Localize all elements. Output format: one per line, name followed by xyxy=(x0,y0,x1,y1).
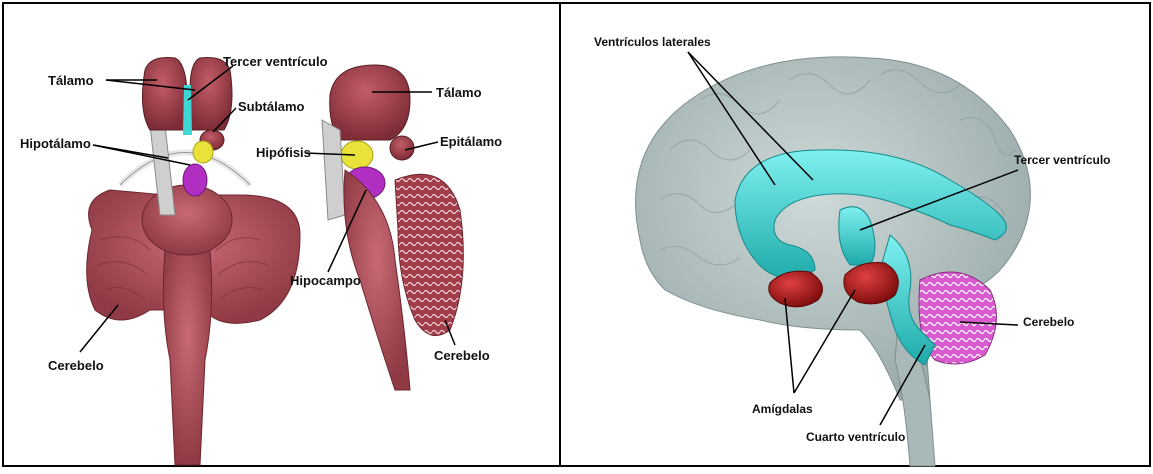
label-hipofisis: Hipófisis xyxy=(256,145,311,160)
label-epitalamo: Epitálamo xyxy=(440,134,502,149)
label-tercer-ventriculo-right: Tercer ventrículo xyxy=(1014,153,1110,167)
label-cerebelo-side: Cerebelo xyxy=(434,348,490,363)
label-hipocampo: Hipocampo xyxy=(290,273,361,288)
label-subtalamo: Subtálamo xyxy=(238,99,305,114)
label-amigdalas: Amígdalas xyxy=(752,402,813,416)
label-talamo-side: Tálamo xyxy=(436,85,482,100)
label-ventriculos-laterales: Ventrículos laterales xyxy=(594,35,711,49)
label-hipotalamo: Hipotálamo xyxy=(20,136,91,151)
label-cerebelo-front: Cerebelo xyxy=(48,358,104,373)
label-talamo-front: Tálamo xyxy=(48,73,94,88)
label-tercer-ventriculo-left: Tercer ventrículo xyxy=(223,54,328,69)
label-cuarto-ventriculo: Cuarto ventrículo xyxy=(806,430,905,444)
label-cerebelo-right: Cerebelo xyxy=(1023,315,1074,329)
